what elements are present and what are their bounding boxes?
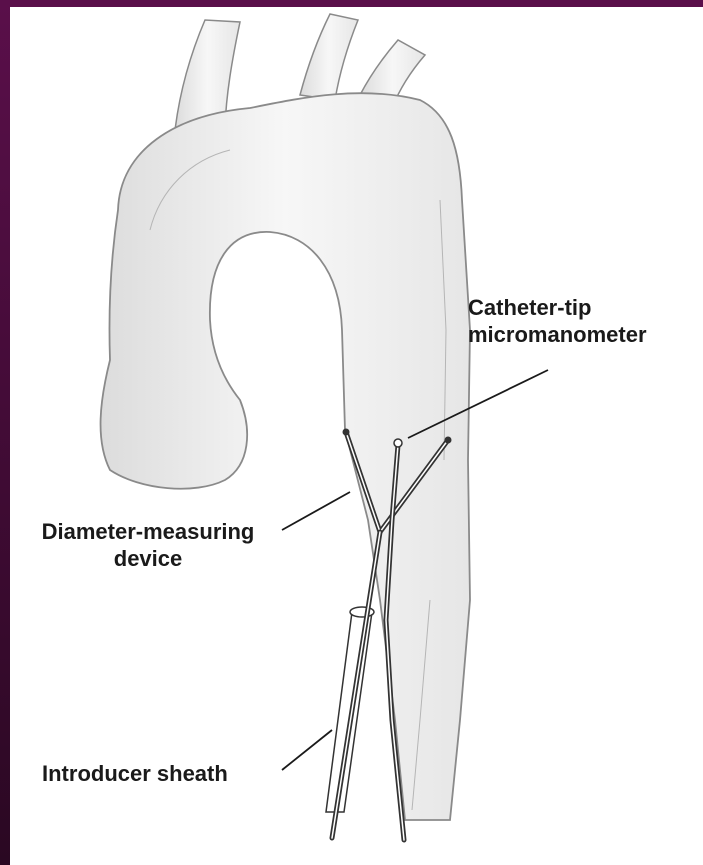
label-diameter-line1: Diameter-measuring [12, 518, 284, 545]
leader-sheath [282, 730, 332, 770]
aortic-arch [101, 93, 470, 820]
carotid-branch [300, 14, 358, 100]
label-catheter-tip-micromanometer: Catheter-tip micromanometer [468, 294, 647, 348]
label-catheter-line2: micromanometer [468, 321, 647, 348]
label-introducer-sheath: Introducer sheath [42, 760, 228, 787]
label-diameter-measuring-device: Diameter-measuring device [12, 518, 284, 572]
label-catheter-line1: Catheter-tip [468, 294, 647, 321]
label-diameter-line2: device [12, 545, 284, 572]
leader-diameter [282, 492, 350, 530]
